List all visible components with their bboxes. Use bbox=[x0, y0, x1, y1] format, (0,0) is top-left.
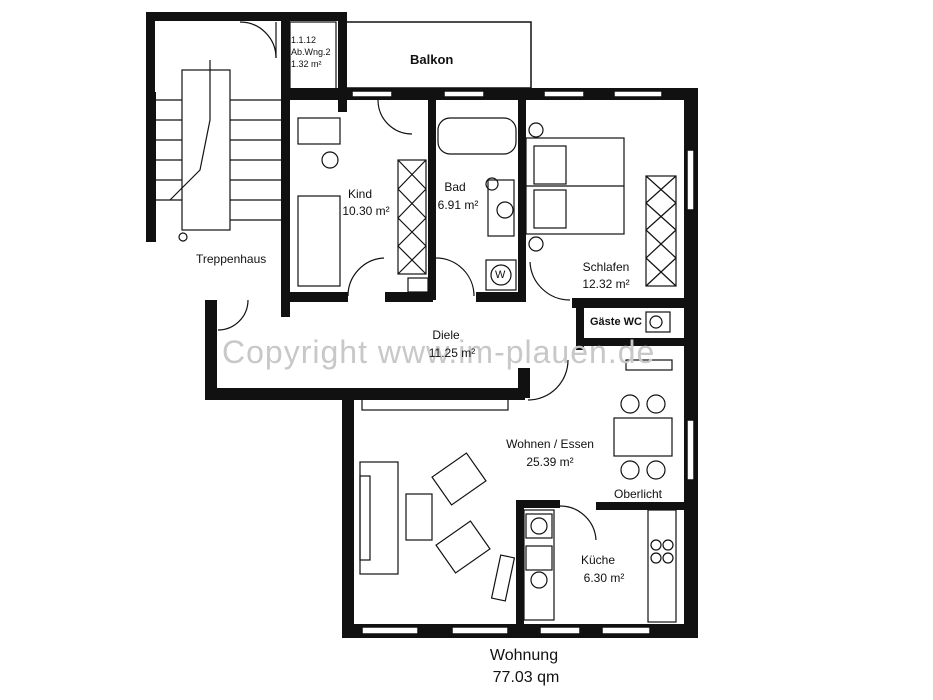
wc-toilet bbox=[645, 311, 671, 333]
wall-kind-bottom bbox=[286, 292, 348, 302]
storage-line-2: Ab.Wng.2 bbox=[291, 47, 331, 57]
plan-total-area: 77.03 qm bbox=[492, 669, 560, 686]
window-bottom-1 bbox=[361, 626, 419, 635]
room-gaeste-wc-name: Gäste WC bbox=[590, 316, 642, 328]
door-swings bbox=[217, 21, 597, 541]
storage-line-3: 1.32 m² bbox=[291, 59, 322, 69]
wall-kitchen-left bbox=[516, 500, 524, 630]
wall-kind-bad bbox=[428, 100, 436, 300]
wall-living-left bbox=[342, 388, 354, 638]
room-bad-area: 6.91 m² bbox=[437, 198, 479, 212]
wall-stair-left-lower bbox=[146, 92, 156, 242]
room-kind-area: 10.30 m² bbox=[342, 204, 390, 218]
room-wohnen-name: Wohnen / Essen bbox=[506, 437, 594, 451]
window-schlafen-2 bbox=[613, 90, 663, 98]
wall-hall-left bbox=[205, 300, 217, 400]
wall-hall-living bbox=[518, 368, 530, 398]
armchair-1 bbox=[431, 452, 487, 506]
window-kind bbox=[351, 90, 393, 98]
wall-storage-top bbox=[286, 12, 346, 21]
room-diele-name: Diele bbox=[432, 328, 460, 342]
balcony-label: Balkon bbox=[410, 52, 454, 67]
walls bbox=[146, 12, 698, 638]
bathtub bbox=[437, 117, 517, 155]
storage-outline bbox=[289, 21, 337, 93]
balcony-outline bbox=[344, 21, 532, 89]
wall-bad-bottom bbox=[476, 292, 526, 302]
wall-stair-top bbox=[148, 12, 286, 21]
kitchen-row-right bbox=[647, 509, 677, 623]
window-schlafen-1 bbox=[543, 90, 585, 98]
wall-bad-schlafen bbox=[518, 100, 526, 300]
wall-kitchen-top-left bbox=[516, 500, 560, 508]
wall-stair-right bbox=[281, 12, 290, 317]
room-kueche-area: 6.30 m² bbox=[583, 571, 625, 585]
plan-title: Wohnung bbox=[489, 647, 559, 664]
watermark: Copyright www.im-plauen.de bbox=[222, 334, 656, 370]
armchair-2 bbox=[435, 520, 491, 574]
window-right-2 bbox=[686, 419, 695, 481]
dining-table bbox=[613, 417, 673, 457]
wall-wc-left bbox=[576, 300, 584, 350]
room-kueche-name: Küche bbox=[580, 553, 616, 567]
wall-hall-bottom bbox=[205, 388, 525, 400]
room-schlafen-area: 12.32 m² bbox=[582, 277, 630, 291]
wall-schlafen-bottom bbox=[572, 298, 686, 308]
wall-stair-left bbox=[146, 12, 155, 114]
washing-machine bbox=[485, 259, 517, 291]
wall-right-exterior bbox=[684, 88, 698, 636]
storage-label: 1.1.12 Ab.Wng.2 1.32 m² bbox=[291, 34, 331, 90]
window-bad bbox=[443, 90, 485, 98]
staircase-label: Treppenhaus bbox=[196, 252, 267, 266]
window-right-1 bbox=[686, 149, 695, 211]
wall-wc-bottom bbox=[582, 338, 686, 346]
storage-line-1: 1.1.12 bbox=[291, 35, 317, 45]
skylight-label: Oberlicht bbox=[614, 487, 663, 501]
schlafen-wardrobe bbox=[645, 175, 677, 287]
wall-kitchen-top bbox=[596, 502, 686, 510]
wall-storage-right bbox=[338, 12, 347, 112]
sofa bbox=[359, 461, 399, 575]
room-kind-name: Kind bbox=[347, 187, 373, 201]
staircase-steps bbox=[156, 60, 282, 242]
room-wohnen-area: 25.39 m² bbox=[526, 455, 574, 469]
furniture bbox=[297, 117, 677, 623]
room-schlafen-name: Schlafen bbox=[582, 260, 630, 274]
kind-wardrobe bbox=[397, 159, 427, 275]
sideboard bbox=[361, 395, 509, 411]
washer-symbol: W bbox=[495, 269, 506, 281]
window-bottom-4 bbox=[601, 626, 651, 635]
window-bottom-3 bbox=[539, 626, 581, 635]
room-bad-name: Bad bbox=[444, 180, 466, 194]
kitchen-counter bbox=[523, 509, 555, 621]
coffee-table bbox=[405, 493, 433, 541]
windows bbox=[351, 90, 695, 635]
room-diele-area: 11.25 m² bbox=[428, 346, 476, 360]
window-bottom-2 bbox=[451, 626, 509, 635]
wall-kind-bottom-right bbox=[385, 292, 433, 302]
kind-bed bbox=[297, 195, 341, 287]
